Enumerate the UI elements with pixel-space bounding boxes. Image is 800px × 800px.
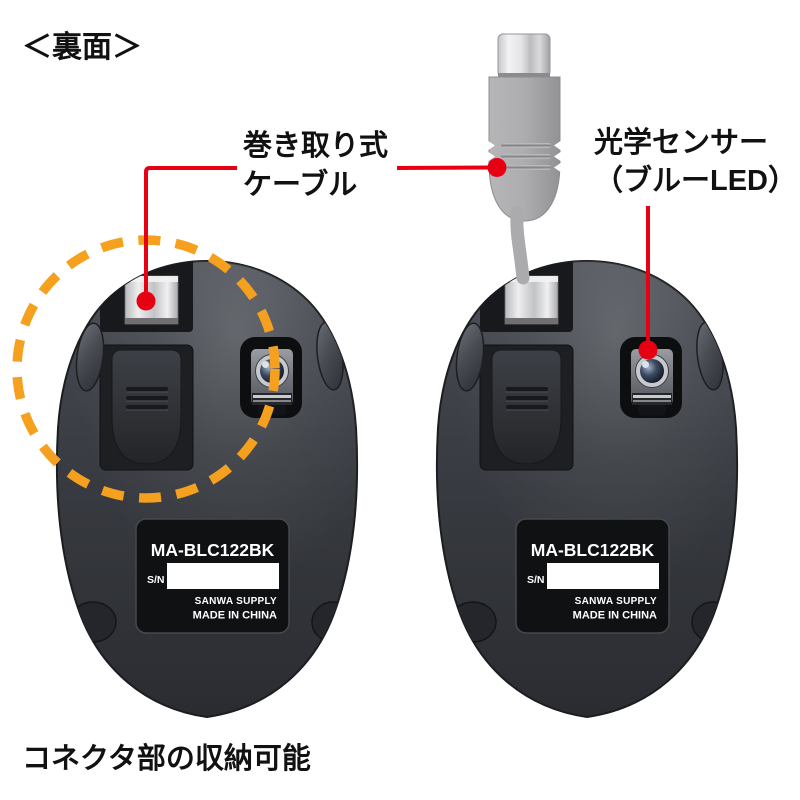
callout-dots	[136, 158, 658, 360]
model-number: MA-BLC122BK	[151, 540, 275, 560]
mouse-bottom-right: MA-BLC122BK S/N SANWA SUPPLY MADE IN CHI…	[437, 254, 737, 717]
retractable-cable	[510, 206, 530, 285]
cable-callout-line-left	[144, 166, 237, 301]
product-label-left: MA-BLC122BK S/N SANWA SUPPLY MADE IN CHI…	[147, 540, 277, 622]
model-number: MA-BLC122BK	[531, 540, 655, 560]
callout-dot-stored-connector	[136, 291, 156, 311]
usb-c-connector	[488, 33, 561, 222]
product-label-right: MA-BLC122BK S/N SANWA SUPPLY MADE IN CHI…	[527, 540, 657, 622]
callout-dot-cable	[487, 158, 507, 177]
callout-dot-sensor	[638, 340, 658, 360]
origin-text: MADE IN CHINA	[193, 610, 277, 622]
callout-lines	[144, 165, 650, 350]
mouse-bottom-left	[57, 254, 357, 717]
serial-label: S/N	[527, 574, 545, 586]
cable-callout-line-right	[396, 165, 490, 170]
connector-seam	[498, 73, 550, 77]
brand-logo-text: SANWA SUPPLY	[575, 596, 657, 607]
origin-text: MADE IN CHINA	[573, 610, 657, 622]
usb-c-metal-tip	[497, 33, 551, 78]
serial-label: S/N	[147, 574, 165, 586]
brand-logo-text: SANWA SUPPLY	[195, 596, 277, 607]
connector-plastic-body	[488, 76, 561, 222]
